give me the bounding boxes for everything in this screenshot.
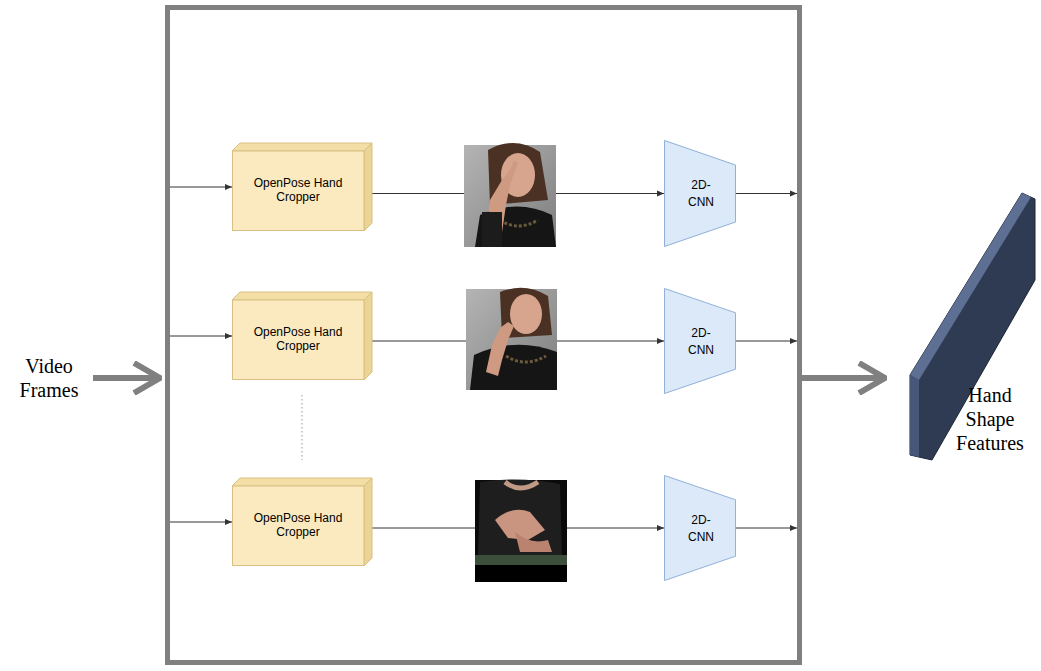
cnn-label: 2D- CNN <box>683 177 719 209</box>
input-label: Video Frames <box>8 354 90 402</box>
connector <box>170 187 232 188</box>
input-arrow <box>93 375 160 381</box>
connector <box>736 193 797 194</box>
trapezoid-outline <box>664 475 736 581</box>
hand-cropper-box: OpenPose Hand Cropper <box>232 292 372 380</box>
hand-cropper-box: OpenPose Hand Cropper <box>232 478 372 566</box>
trapezoid-outline <box>664 140 736 247</box>
cropper-label: OpenPose Hand Cropper <box>248 326 348 354</box>
cropper-label: OpenPose Hand Cropper <box>248 177 348 205</box>
connector <box>736 528 797 529</box>
pipeline-frame: OpenPose Hand CropperOpenPose Hand Cropp… <box>165 5 802 665</box>
hand-cropper-box: OpenPose Hand Cropper <box>232 143 372 231</box>
ellipsis-line <box>302 395 303 460</box>
cnn-trapezoid: 2D- CNN <box>664 475 736 581</box>
hand-crop-image <box>475 479 567 582</box>
feature-slab: Hand Shape Features <box>885 185 1037 470</box>
cnn-trapezoid: 2D- CNN <box>664 140 736 247</box>
output-label: Hand Shape Features <box>943 383 1037 455</box>
connector <box>170 336 232 337</box>
trapezoid-outline <box>664 288 736 394</box>
hand-crop-image <box>464 143 556 247</box>
cnn-label: 2D- CNN <box>683 512 719 544</box>
hand-crop-image <box>466 288 557 390</box>
cnn-label: 2D- CNN <box>683 325 719 357</box>
connector <box>170 522 232 523</box>
cnn-trapezoid: 2D- CNN <box>664 288 736 394</box>
output-arrow <box>802 375 885 381</box>
cropper-label: OpenPose Hand Cropper <box>248 512 348 540</box>
connector <box>736 341 797 342</box>
